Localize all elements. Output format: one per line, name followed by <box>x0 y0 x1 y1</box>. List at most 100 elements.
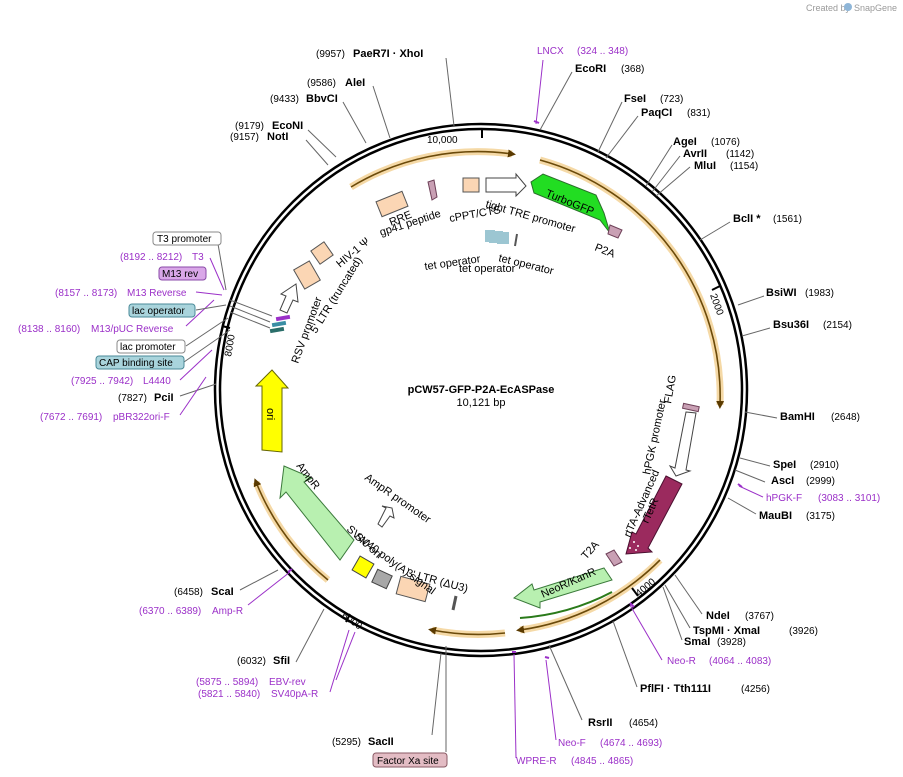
tick-label-10000: 10,000 <box>427 135 458 146</box>
site-pos-scai: (6458) <box>174 587 203 598</box>
sv40-ori-box <box>351 555 375 579</box>
site-pos-paqci: (831) <box>687 108 710 119</box>
primer-pos-neo-r: (4064 .. 4083) <box>709 656 771 667</box>
primer-markers <box>179 59 764 759</box>
svg-text:CAP binding site: CAP binding site <box>99 358 173 369</box>
ampr-promoter-arrow <box>377 505 395 528</box>
site-name-sacii: SacII <box>368 736 394 748</box>
site-pos-sfii: (6032) <box>237 656 266 667</box>
primer-pos-lncx: (324 .. 348) <box>577 46 628 57</box>
site-leader-lines <box>179 57 778 736</box>
primer-name-hpgk-f: hPGK-F <box>766 493 802 504</box>
site-name-asci: AscI <box>771 475 794 487</box>
site-pos-spei: (2910) <box>810 460 839 471</box>
site-pos-bbvci: (9433) <box>270 94 299 105</box>
site-pos-bcli: (1561) <box>773 214 802 225</box>
svg-text:lac promoter: lac promoter <box>120 342 176 353</box>
snapgene-brand: SnapGene <box>854 3 897 13</box>
tet-operator-bars <box>485 230 518 247</box>
sv40-polya-box <box>371 568 393 590</box>
site-name-xmai: TspMI · XmaI <box>693 625 760 637</box>
primer-name-lncx: LNCX <box>537 46 564 57</box>
label-ori: ori <box>264 408 276 420</box>
site-pos-ndei: (3767) <box>745 611 774 622</box>
tight-tre-arrow <box>485 172 527 198</box>
label-hpgk: hPGK promoter <box>641 398 669 476</box>
rsv-promoter-arrow <box>279 283 299 314</box>
site-name-smai: SmaI <box>684 636 710 648</box>
label-flag: FLAG <box>662 374 679 404</box>
site-pos-alei: (9586) <box>307 78 336 89</box>
primer-name-neo-f: Neo-F <box>558 738 586 749</box>
site-name-bsiwi: BsiWI <box>766 287 797 299</box>
label-t2a: T2A <box>579 538 602 562</box>
primer-name-sv40pa-r: SV40pA-R <box>271 689 318 700</box>
site-name-scai: ScaI <box>211 586 234 598</box>
flag-box <box>681 402 700 413</box>
primer-ticks <box>287 120 743 659</box>
site-pos-avrii: (1142) <box>726 149 754 160</box>
svg-text:lac operator: lac operator <box>132 306 185 317</box>
label-tet-operator-3: tet operator <box>459 263 516 275</box>
site-name-xhoi: PaeR7I · XhoI <box>353 48 423 60</box>
primer-pos-hpgk-f: (3083 .. 3101) <box>818 493 880 504</box>
primer-pos-ebv-rev: (5875 .. 5894) <box>196 677 258 688</box>
site-pos-agei: (1076) <box>711 137 740 148</box>
lac-operator-cluster <box>269 314 291 334</box>
hiv-psi-box <box>310 241 334 265</box>
ltr5-box <box>293 260 321 290</box>
primer-name-m13-puc-reverse: M13/pUC Reverse <box>91 324 174 335</box>
restriction-site-labels: (9957) PaeR7I · XhoI (9586) AleI (9433) Bbv… <box>118 48 860 748</box>
site-pos-smai: (3928) <box>717 637 746 648</box>
site-pos-ecori: (368) <box>621 64 644 75</box>
site-pos-xhoi: (9957) <box>316 49 345 60</box>
site-pos-sacii: (5295) <box>332 737 361 748</box>
plasmid-name: pCW57-GFP-P2A-EcASPase <box>408 384 555 396</box>
primer-pos-l4440: (7925 .. 7942) <box>71 376 133 387</box>
site-name-bbvci: BbvCI <box>306 93 338 105</box>
site-name-alei: AleI <box>345 77 365 89</box>
site-pos-pcii: (7827) <box>118 393 147 404</box>
site-name-bsu36i: Bsu36I <box>773 319 809 331</box>
site-pos-noti: (9157) <box>230 132 259 143</box>
site-name-avrii: AvrII <box>683 148 707 160</box>
site-name-ecori: EcoRI <box>575 63 606 75</box>
primer-labels: LNCX (324 .. 348) hPGK-F (3083 .. 3101) Ne… <box>18 46 880 767</box>
site-name-rsrii: RsrII <box>588 717 612 729</box>
boxed-t3-promoter: T3 promoter <box>152 231 222 246</box>
site-name-econi: EcoNI <box>272 120 303 132</box>
primer-pos-t3: (8192 .. 8212) <box>120 252 182 263</box>
rtetr-arrow <box>625 475 683 555</box>
feature-radial-lines <box>229 299 273 329</box>
snapgene-logo: SnapGene <box>844 3 897 13</box>
label-p2a: P2A <box>593 242 617 261</box>
primer-pos-amp-r: (6370 .. 6389) <box>139 606 201 617</box>
site-name-noti: NotI <box>267 131 288 143</box>
tick-marks <box>221 128 721 623</box>
p2a-arrow-top <box>607 224 623 239</box>
primer-name-m13-reverse: M13 Reverse <box>127 288 187 299</box>
primer-pos-sv40pa-r: (5821 .. 5840) <box>198 689 260 700</box>
site-name-ndei: NdeI <box>706 610 730 622</box>
label-ampr-promoter: AmpR promoter <box>362 472 433 527</box>
primer-pos-wpre-r: (4845 .. 4865) <box>571 756 633 767</box>
site-pos-econi: (9179) <box>235 121 264 132</box>
primer-pos-m13-reverse: (8157 .. 8173) <box>55 288 117 299</box>
primer-name-amp-r: Amp-R <box>212 606 243 617</box>
site-name-mlui: MluI <box>694 160 716 172</box>
tick-label-6000: 6000 <box>339 610 364 632</box>
t2a-marker <box>605 549 623 567</box>
site-pos-maubi: (3175) <box>806 511 835 522</box>
ltr3-marker <box>451 595 458 611</box>
cppt-box <box>462 177 480 193</box>
site-pos-rsrii: (4654) <box>629 718 658 729</box>
ltr3-box <box>395 575 431 603</box>
rre-box <box>375 190 409 218</box>
site-name-sfii: SfiI <box>273 655 290 667</box>
credit-text: Created by <box>806 3 851 13</box>
site-name-agei: AgeI <box>673 136 697 148</box>
site-name-tth111i: PflFI · Tth111I <box>640 683 711 695</box>
turbogfp-arrow <box>530 173 611 234</box>
primer-name-neo-r: Neo-R <box>667 656 696 667</box>
site-name-fsei: FseI <box>624 93 646 105</box>
